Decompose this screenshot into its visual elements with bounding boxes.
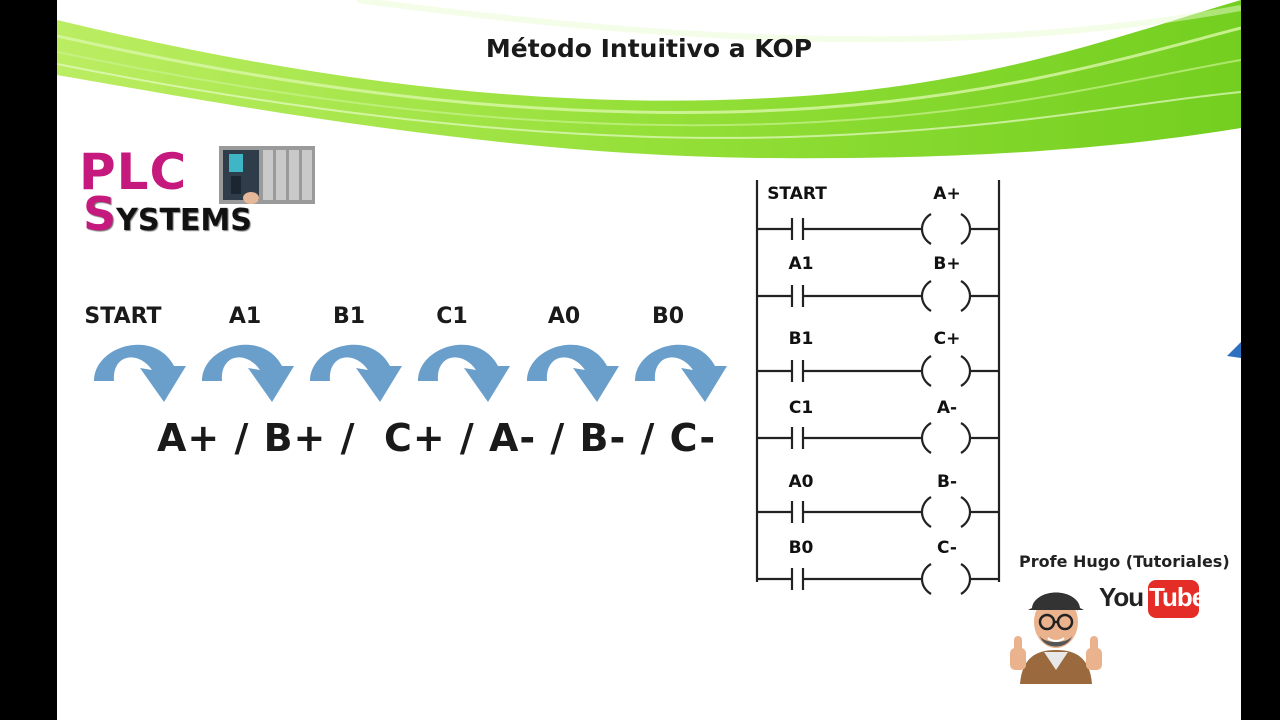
contact-label: A0 — [788, 472, 814, 492]
coil-label: C- — [937, 538, 957, 558]
youtube-logo-you: You — [1099, 582, 1144, 612]
coil-label: A- — [936, 398, 958, 418]
channel-name: Profe Hugo (Tutoriales) — [1019, 552, 1230, 571]
coil-label: A+ — [933, 184, 961, 204]
coil-label: B+ — [933, 254, 961, 274]
coil-icon — [960, 422, 972, 454]
logo-systems-text: SYSTEMS — [83, 191, 252, 241]
step-label: B0 — [651, 304, 685, 329]
contact-label: C1 — [788, 398, 814, 418]
coil-icon — [960, 280, 972, 312]
contact-label: B1 — [788, 329, 814, 349]
logo-systems-rest: YSTEMS — [116, 203, 252, 238]
coil-icon — [920, 355, 932, 387]
step-label: B1 — [332, 304, 366, 329]
corner-arrow-icon — [1227, 342, 1241, 358]
step-label: A1 — [228, 304, 262, 329]
coil-icon — [960, 563, 972, 595]
youtube-logo-tube: Tube — [1149, 582, 1206, 612]
coil-icon — [920, 496, 932, 528]
logo-systems-initial: S — [83, 187, 117, 241]
coil-icon — [920, 213, 932, 245]
coil-icon — [920, 563, 932, 595]
coil-icon — [960, 496, 972, 528]
coil-icon — [920, 280, 932, 312]
youtube-logo-red-box — [1148, 580, 1199, 618]
logo-plc-text: PLC — [79, 143, 188, 201]
slide-title: Método Intuitivo a KOP — [485, 34, 813, 63]
green-swoosh-banner — [57, 0, 1241, 159]
step-label: C1 — [436, 304, 468, 329]
contact-label: A1 — [788, 254, 814, 274]
plc-systems-logo: PLC SYSTEMS — [79, 142, 319, 242]
actuator-sequence: A+ / B+ / C+ / A- / B- / C- — [157, 416, 717, 460]
coil-icon — [920, 422, 932, 454]
step-label: START — [84, 304, 162, 329]
plc-device-icon — [219, 146, 315, 204]
coil-label: B- — [936, 472, 957, 492]
coil-icon — [960, 355, 972, 387]
coil-icon — [960, 213, 972, 245]
contact-label: START — [767, 184, 827, 204]
slide: Método Intuitivo a KOP PLC SYSTEMS START… — [57, 0, 1241, 720]
contact-label: B0 — [788, 538, 814, 558]
avatar-thumbs-up-icon — [1010, 592, 1102, 684]
step-label: A0 — [547, 304, 581, 329]
ladder-diagram — [755, 180, 1001, 595]
coil-label: C+ — [933, 329, 961, 349]
